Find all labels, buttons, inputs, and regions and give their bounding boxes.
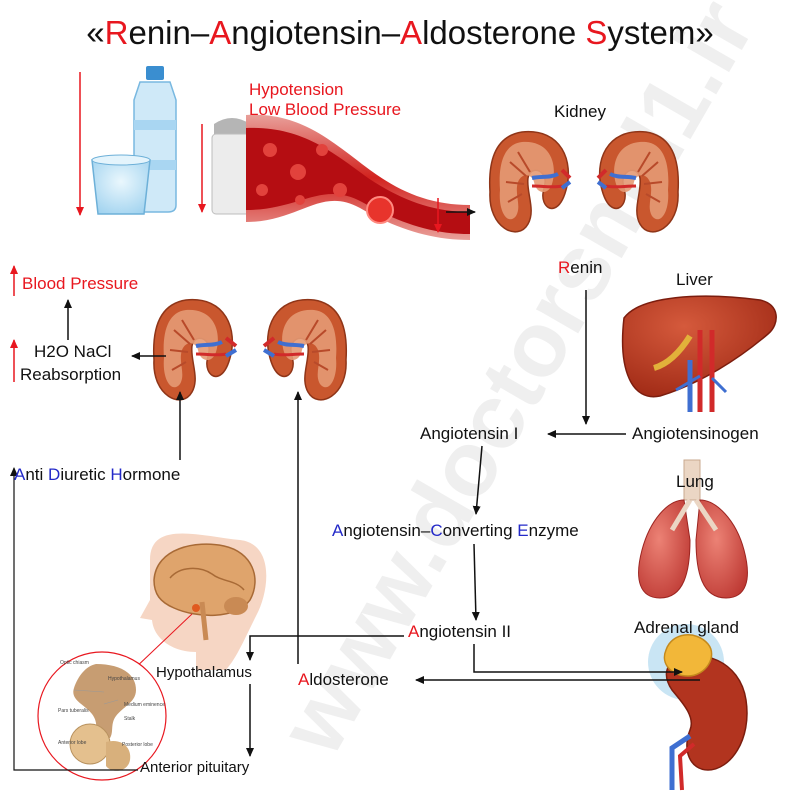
angiotensin-ii-rest: ngiotensin II: [419, 622, 511, 641]
hypotension-label: Hypotension: [249, 80, 344, 100]
low-blood-pressure-label: Low Blood Pressure: [249, 100, 401, 120]
adrenal-gland-label: Adrenal gland: [634, 618, 739, 638]
title-word-renin: enin: [128, 14, 190, 51]
liver-label: Liver: [676, 270, 713, 290]
adh-word-diuretic: iuretic: [60, 465, 110, 484]
reabsorption-label: Reabsorption: [20, 365, 121, 385]
ace-word-enzyme: nzyme: [529, 521, 579, 540]
adh-word-anti: nti: [25, 465, 48, 484]
ace-letter-a: A: [332, 521, 343, 540]
adh-letter-a: A: [14, 465, 25, 484]
renin-label: Renin: [558, 258, 602, 278]
inset-hypothalamus: Hypothalamus: [108, 676, 140, 682]
inset-stalk: Stalk: [124, 716, 135, 722]
kidney-pair-icon: [490, 132, 679, 232]
angiotensin-ii-letter: A: [408, 622, 419, 641]
aldosterone-label: Aldosterone: [298, 670, 389, 690]
kidney-label: Kidney: [554, 102, 606, 122]
inset-median-eminence: Medium eminence: [124, 702, 165, 708]
angiotensinogen-label: Angiotensinogen: [632, 424, 759, 444]
renin-rest: enin: [570, 258, 602, 277]
aldosterone-letter: A: [298, 670, 309, 689]
renin-letter: R: [558, 258, 570, 277]
adh-label: Anti Diuretic Hormone: [14, 465, 180, 485]
anterior-pituitary-label: Anterior pituitary: [140, 759, 249, 776]
angiotensin-i-label: Angiotensin I: [420, 424, 518, 444]
ace-letter-c: C: [430, 521, 442, 540]
angiotensin-i-to-ace-arrow: [476, 446, 482, 514]
ace-word-angiotensin: ngiotensin–: [343, 521, 430, 540]
ace-label: Angiotensin–Converting Enzyme: [332, 521, 579, 541]
title-letter-a2: A: [400, 14, 422, 51]
adrenal-kidney-icon: [648, 624, 747, 790]
ace-to-angiotensin-ii-arrow: [474, 544, 476, 620]
title-open-quote: «: [86, 14, 104, 51]
adh-word-hormone: ormone: [123, 465, 181, 484]
inset-optic-chiasm: Optic chiasm: [60, 660, 89, 666]
page-title: «Renin–Angiotensin–Aldosterone System»: [0, 14, 800, 52]
title-dash: –: [382, 14, 400, 51]
blood-vessel-icon: [246, 115, 470, 240]
title-letter-r: R: [105, 14, 129, 51]
angiotensin-ii-to-hypothalamus-arrow: [250, 636, 404, 660]
title-word-system: ystem: [607, 14, 695, 51]
title-close-quote: »: [695, 14, 713, 51]
hypothalamus-label: Hypothalamus: [156, 664, 252, 681]
h2o-nacl-label: H2O NaCl: [34, 342, 111, 362]
title-word-angiotensin: ngiotensin: [231, 14, 381, 51]
title-letter-s: S: [585, 14, 607, 51]
water-glass-icon: [92, 155, 150, 214]
kidney-pair-icon: [154, 300, 347, 400]
ace-letter-e: E: [517, 521, 528, 540]
lung-label: Lung: [676, 472, 714, 492]
blood-pressure-label: Blood Pressure: [22, 274, 138, 294]
title-space: [576, 14, 585, 51]
title-letter-a: A: [209, 14, 231, 51]
title-dash: –: [191, 14, 209, 51]
ace-word-converting: onverting: [443, 521, 518, 540]
angiotensin-ii-label: Angiotensin II: [408, 622, 511, 642]
aldosterone-rest: ldosterone: [309, 670, 388, 689]
inset-anterior-lobe: Anterior lobe: [58, 740, 86, 746]
head-brain-icon: [140, 533, 266, 670]
adh-letter-h: H: [110, 465, 122, 484]
inset-pars-tuberalis: Pars tuberalis: [58, 708, 89, 714]
inset-posterior-lobe: Posterior lobe: [122, 742, 153, 748]
liver-icon: [623, 296, 777, 412]
title-word-aldosterone: ldosterone: [422, 14, 576, 51]
adh-letter-d: D: [48, 465, 60, 484]
